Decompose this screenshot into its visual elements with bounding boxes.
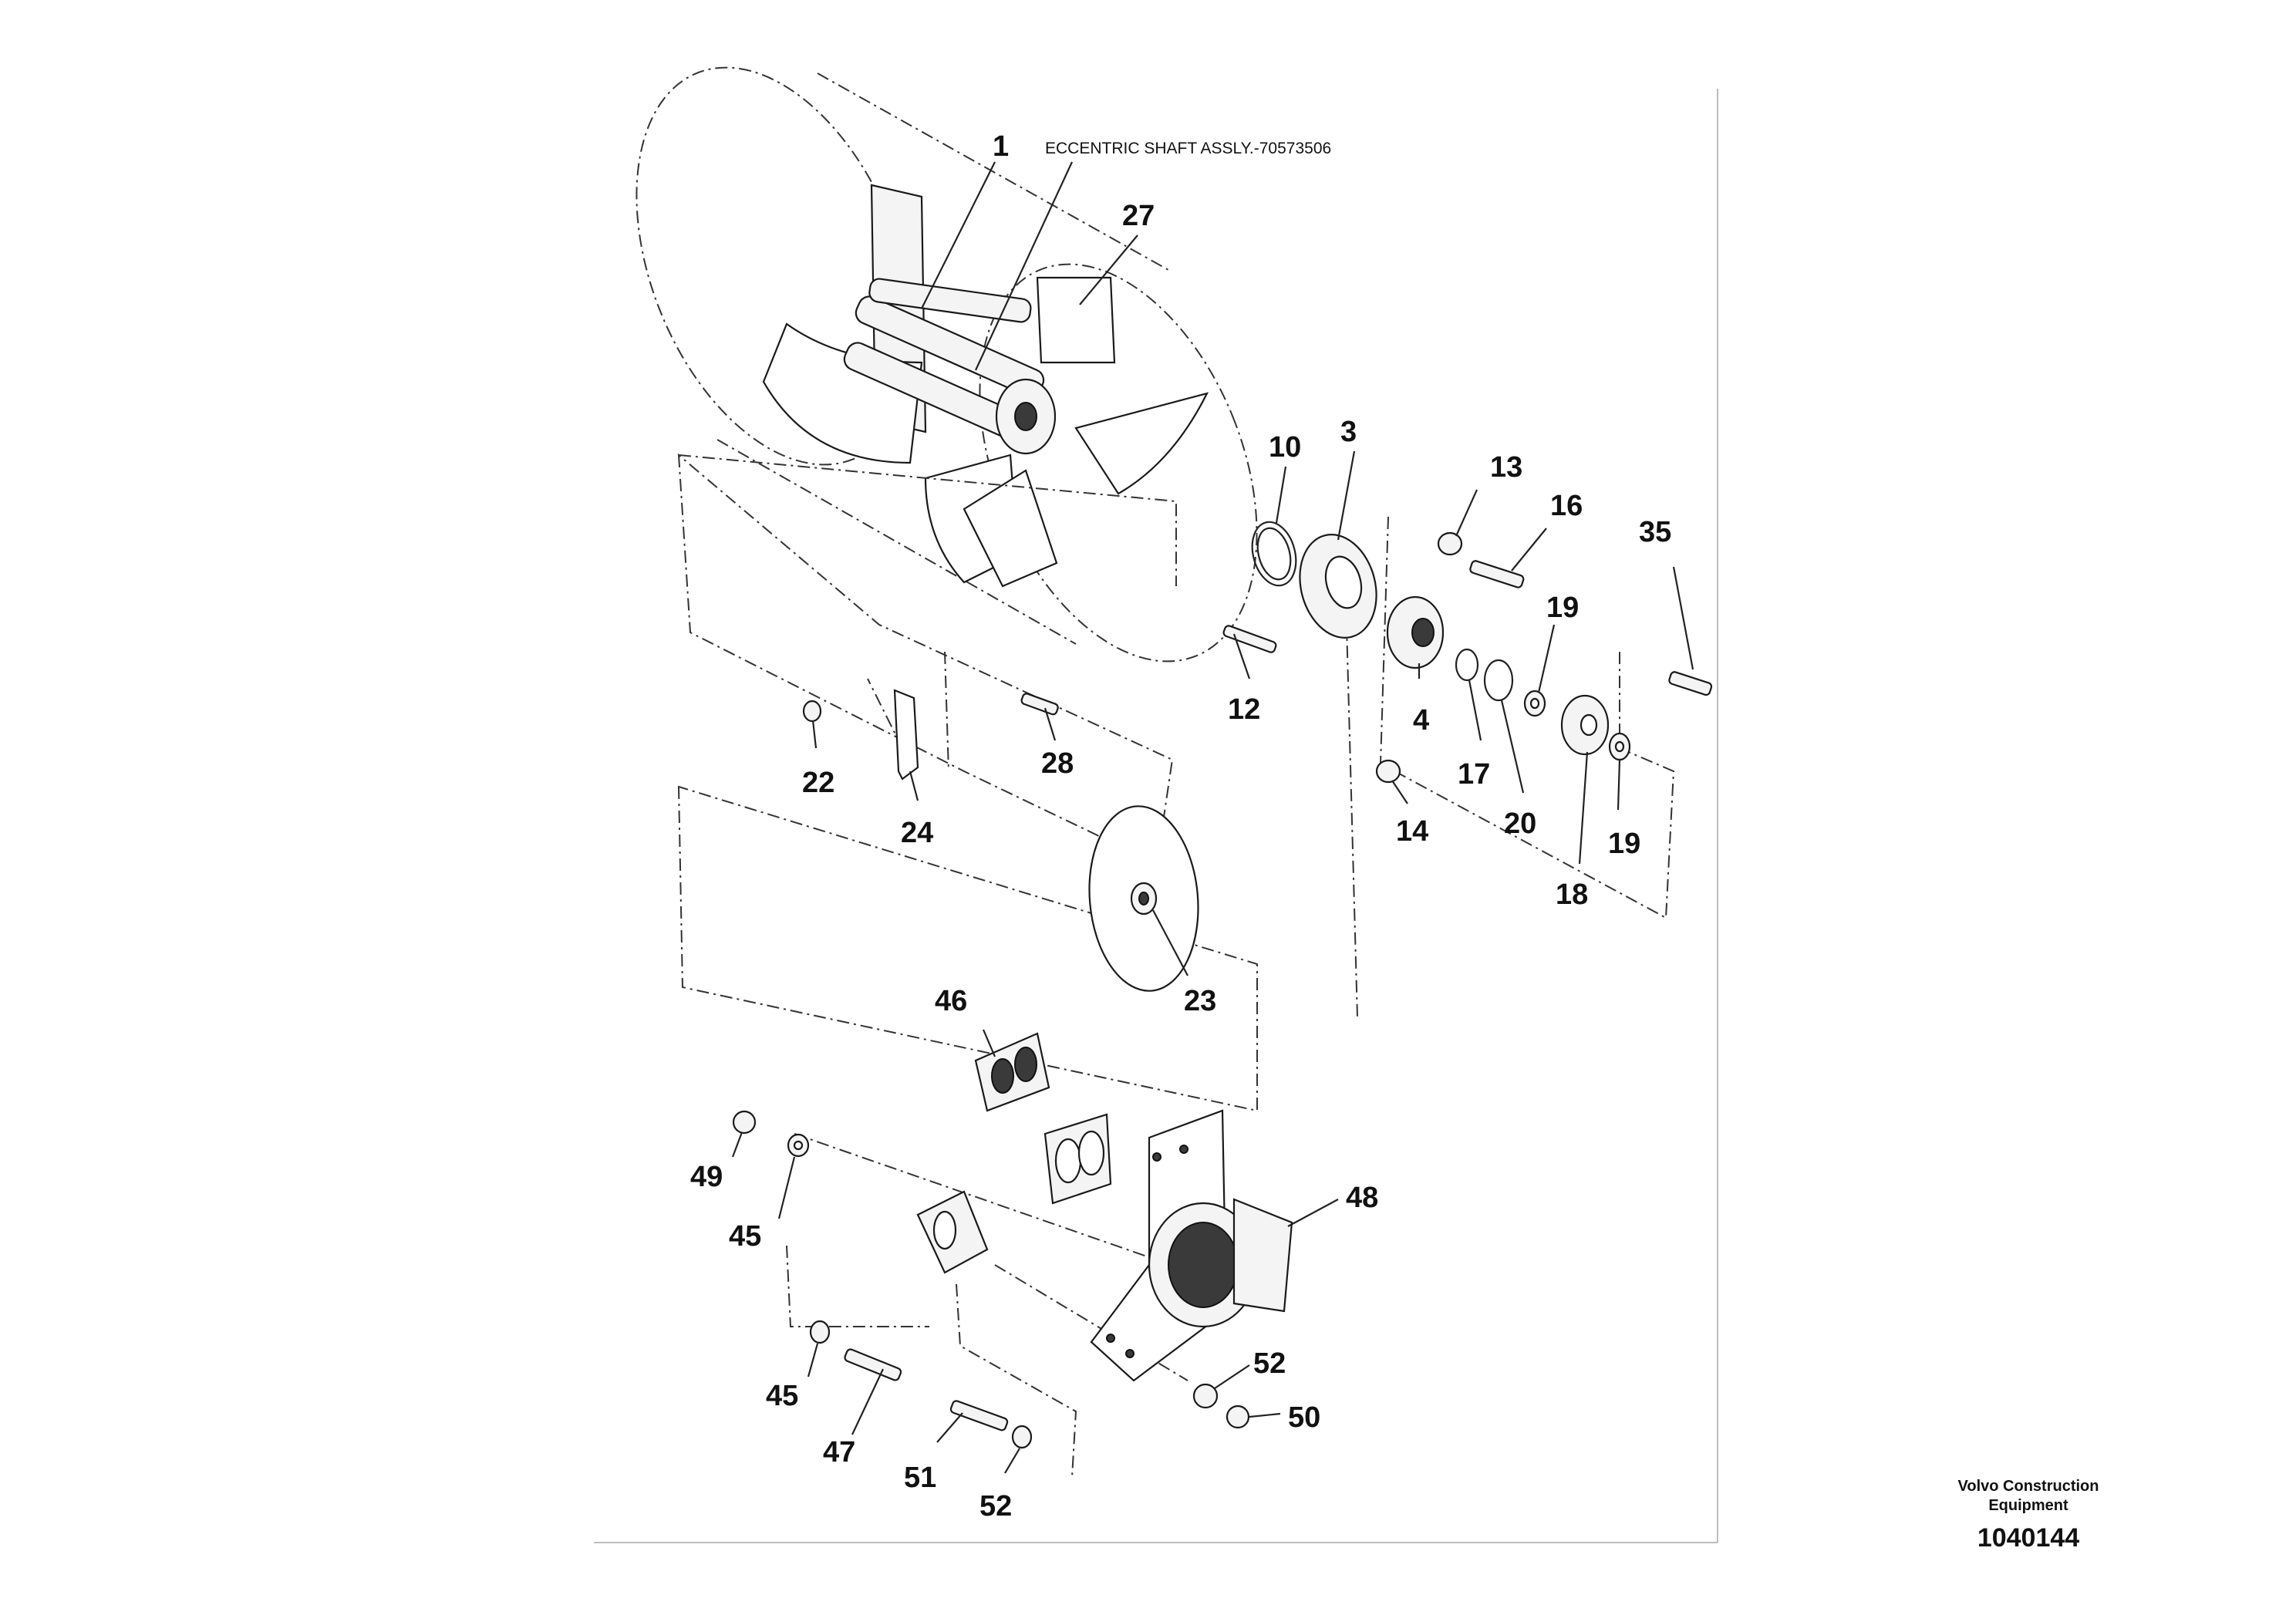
callout-23: 23 — [1184, 985, 1216, 1017]
nut-14 — [1375, 759, 1401, 784]
callout-labels: 1 27 10 3 13 16 35 19 12 4 17 20 18 19 1… — [690, 130, 1671, 1523]
motor-48 — [1090, 1109, 1293, 1382]
leader-lines — [731, 161, 1694, 1474]
bearing-4 — [1386, 595, 1445, 669]
callout-27: 27 — [1122, 200, 1155, 232]
screw-28 — [1020, 693, 1059, 716]
callout-13: 13 — [1490, 451, 1522, 484]
callout-4: 4 — [1413, 704, 1429, 737]
eccentric-shaft-assembly — [762, 184, 1209, 588]
washer-22 — [802, 700, 822, 723]
callout-3: 3 — [1340, 416, 1357, 448]
brand-line-2: Equipment — [1988, 1497, 2068, 1514]
callout-45b: 45 — [766, 1380, 798, 1412]
disc-23 — [1088, 805, 1199, 992]
callout-47: 47 — [823, 1436, 855, 1469]
assembly-caption: ECCENTRIC SHAFT ASSLY.-70573506 — [1045, 140, 1331, 157]
nut-49 — [732, 1110, 757, 1135]
ring-17 — [1455, 648, 1479, 682]
callout-18: 18 — [1556, 878, 1588, 911]
ring-20 — [1483, 659, 1514, 702]
washer-52b — [1192, 1383, 1219, 1409]
washer-45b — [809, 1320, 831, 1344]
callout-16: 16 — [1550, 490, 1583, 522]
callout-1: 1 — [993, 130, 1009, 163]
isolator-46 — [974, 1032, 1050, 1112]
bolt-35 — [1668, 671, 1713, 696]
callout-50: 50 — [1288, 1401, 1320, 1434]
callout-51: 51 — [904, 1462, 936, 1494]
callout-28: 28 — [1041, 747, 1074, 780]
callout-52b: 52 — [1253, 1347, 1286, 1380]
isolator-block-c — [916, 1190, 989, 1274]
callout-10: 10 — [1269, 431, 1301, 464]
isolator-block-b — [1043, 1113, 1112, 1205]
callout-48: 48 — [1346, 1182, 1378, 1214]
callout-49: 49 — [690, 1161, 723, 1193]
nut-13 — [1437, 531, 1463, 556]
drum-outline — [636, 66, 1258, 663]
o-ring-10 — [1251, 521, 1297, 587]
callout-35: 35 — [1639, 516, 1671, 548]
bracket-24 — [893, 689, 919, 781]
brand-block: Volvo Construction Equipment 1040144 — [1958, 1478, 2099, 1553]
callout-22: 22 — [802, 767, 834, 799]
flange-3 — [1299, 534, 1377, 639]
nut-50 — [1226, 1404, 1250, 1429]
bolt-51 — [949, 1400, 1009, 1431]
callout-19a: 19 — [1546, 592, 1579, 624]
callout-17: 17 — [1458, 758, 1490, 791]
callout-45a: 45 — [729, 1220, 761, 1253]
callout-12: 12 — [1228, 693, 1260, 726]
bolt-16 — [1469, 560, 1525, 588]
washer-52a — [1011, 1425, 1033, 1449]
callout-14: 14 — [1396, 815, 1428, 848]
callout-46: 46 — [935, 985, 967, 1017]
document-number: 1040144 — [1977, 1523, 2079, 1553]
callout-52a: 52 — [979, 1490, 1012, 1523]
callout-20: 20 — [1504, 808, 1536, 840]
bolt-47 — [844, 1348, 902, 1381]
brand-line-1: Volvo Construction — [1958, 1478, 2099, 1495]
callout-19b: 19 — [1608, 828, 1640, 860]
stud-12 — [1222, 625, 1277, 653]
callout-24: 24 — [901, 817, 933, 849]
